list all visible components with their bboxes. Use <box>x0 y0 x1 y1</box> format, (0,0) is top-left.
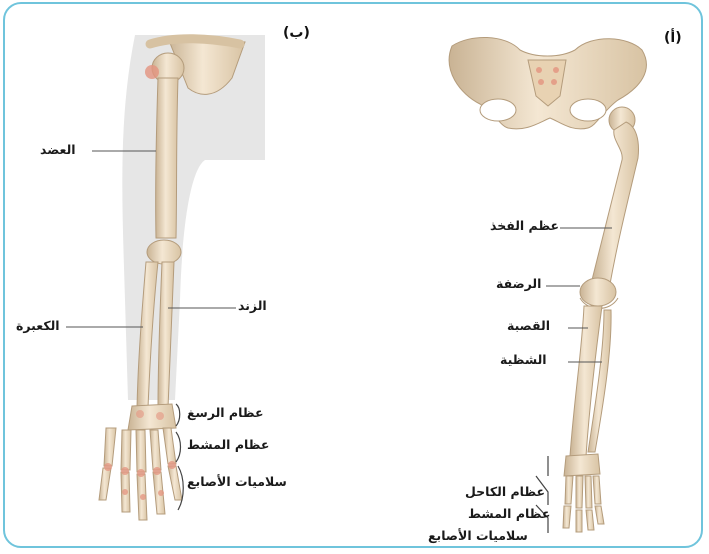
label-patella: الرضفة <box>496 276 541 291</box>
label-metacarpals: عظام المشط <box>187 437 269 452</box>
patella-bone <box>580 278 616 306</box>
label-radius: الكعبرة <box>16 318 60 333</box>
arm-panel-tag: (ب) <box>283 25 310 41</box>
label-femur: عظم الفخذ <box>490 218 559 233</box>
femur-bone <box>592 122 639 284</box>
wrist-bones <box>128 404 176 430</box>
label-tibia: القصبة <box>507 318 550 333</box>
clavicle <box>150 39 240 44</box>
label-toe-phalanges: سلاميات الأصابع <box>428 528 528 543</box>
leg-illustration <box>449 37 646 533</box>
label-carpals: عظام الرسغ <box>187 405 264 420</box>
elbow-joint <box>147 240 181 264</box>
label-humerus: العضد <box>40 142 76 157</box>
label-metatarsals: عظام المشط <box>468 506 550 521</box>
label-fibula: الشظية <box>500 352 547 367</box>
leg-panel-tag: (أ) <box>664 30 682 46</box>
humerus-bone <box>156 78 178 238</box>
label-ulna: الزند <box>238 298 267 313</box>
tarsal-bones <box>564 454 600 476</box>
label-finger-phalanges: سلاميات الأصابع <box>187 474 287 489</box>
label-tarsals: عظام الكاحل <box>465 484 545 499</box>
